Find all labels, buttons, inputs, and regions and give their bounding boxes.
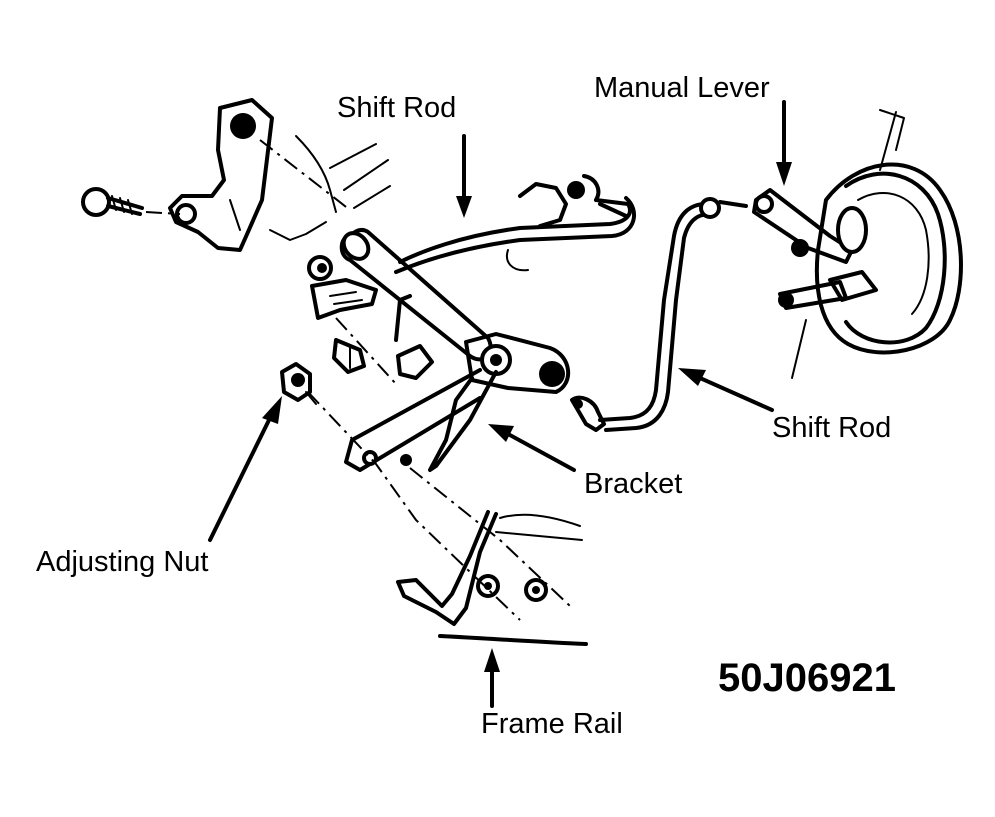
clip-and-washer (307, 255, 378, 374)
label-manual-lever: Manual Lever (594, 72, 770, 104)
upper-mount-bracket (168, 98, 274, 252)
nut-centerline (307, 391, 521, 621)
label-bracket: Bracket (584, 468, 683, 500)
label-frame-rail: Frame Rail (481, 708, 623, 740)
transmission-housing (752, 109, 963, 379)
bolt-centerline (145, 211, 181, 215)
label-shift-rod-right: Shift Rod (772, 412, 892, 444)
upper-shift-rod (394, 174, 636, 274)
bracket-centerline (409, 467, 571, 607)
right-shift-rod (570, 197, 748, 432)
mount-centerline (259, 139, 351, 211)
casting-outline (269, 135, 391, 241)
adjusting-nut (280, 362, 317, 405)
leader-arrows (208, 100, 792, 708)
clip-centerline (335, 317, 397, 385)
label-shift-rod-top: Shift Rod (337, 92, 457, 124)
figure-code: 50J06921 (718, 656, 896, 700)
label-adjusting-nut: Adjusting Nut (36, 546, 209, 578)
pivot-bracket (344, 294, 571, 472)
frame-rail (396, 510, 588, 646)
mounting-bolt (81, 187, 144, 217)
